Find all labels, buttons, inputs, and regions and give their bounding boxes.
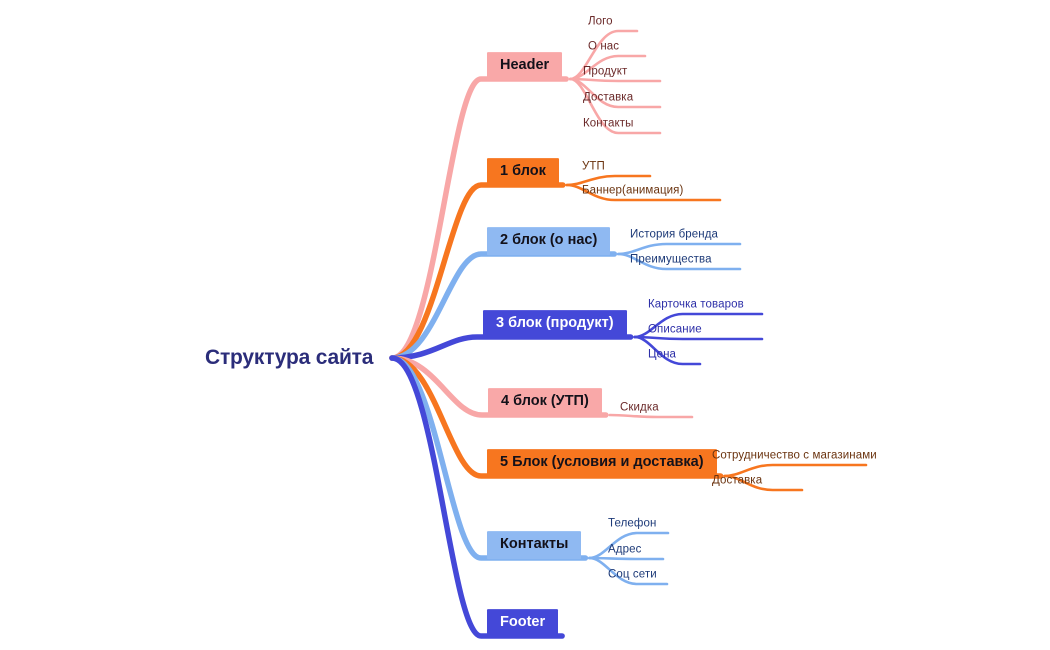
- connector-path: [633, 335, 764, 341]
- branch-node[interactable]: 5 Блок (условия и доставка): [487, 449, 717, 477]
- leaf-node[interactable]: Адрес: [608, 543, 642, 556]
- leaf-node[interactable]: Доставка: [583, 91, 634, 104]
- leaf-node[interactable]: УТП: [582, 160, 605, 173]
- leaf-node[interactable]: О нас: [588, 40, 620, 53]
- leaf-node[interactable]: Соц сети: [608, 568, 657, 581]
- leaf-node[interactable]: Продукт: [583, 65, 628, 78]
- root-node-title[interactable]: Структура сайта: [205, 346, 374, 369]
- leaf-node[interactable]: Баннер(анимация): [582, 184, 684, 197]
- leaf-node[interactable]: Цена: [648, 348, 677, 361]
- connector-path: [389, 251, 618, 361]
- connector-path: [389, 334, 634, 361]
- leaf-node[interactable]: Описание: [648, 323, 702, 336]
- branch-node[interactable]: Footer: [487, 609, 559, 637]
- leaf-node[interactable]: Телефон: [608, 517, 657, 530]
- connector-path: [588, 556, 665, 561]
- leaf-node[interactable]: Сотрудничество с магазинами: [712, 449, 877, 462]
- branch-node[interactable]: 1 блок: [487, 158, 559, 186]
- leaf-node[interactable]: Карточка товаров: [648, 298, 744, 311]
- leaf-node[interactable]: История бренда: [630, 228, 719, 241]
- branch-node[interactable]: Контакты: [487, 531, 582, 559]
- leaf-node[interactable]: Скидка: [620, 401, 659, 414]
- leaf-node[interactable]: Преимущества: [630, 253, 712, 266]
- leaf-node[interactable]: Доставка: [712, 474, 763, 487]
- leaf-node[interactable]: Контакты: [583, 117, 634, 130]
- branch-node[interactable]: 3 блок (продукт): [483, 310, 627, 338]
- branch-node[interactable]: Header: [487, 52, 563, 80]
- leaf-node[interactable]: Лого: [588, 15, 613, 28]
- connector-path: [568, 77, 662, 83]
- branch-node[interactable]: 2 блок (о нас): [487, 227, 611, 255]
- connector-path: [608, 413, 694, 419]
- branch-node[interactable]: 4 блок (УТП): [488, 388, 602, 416]
